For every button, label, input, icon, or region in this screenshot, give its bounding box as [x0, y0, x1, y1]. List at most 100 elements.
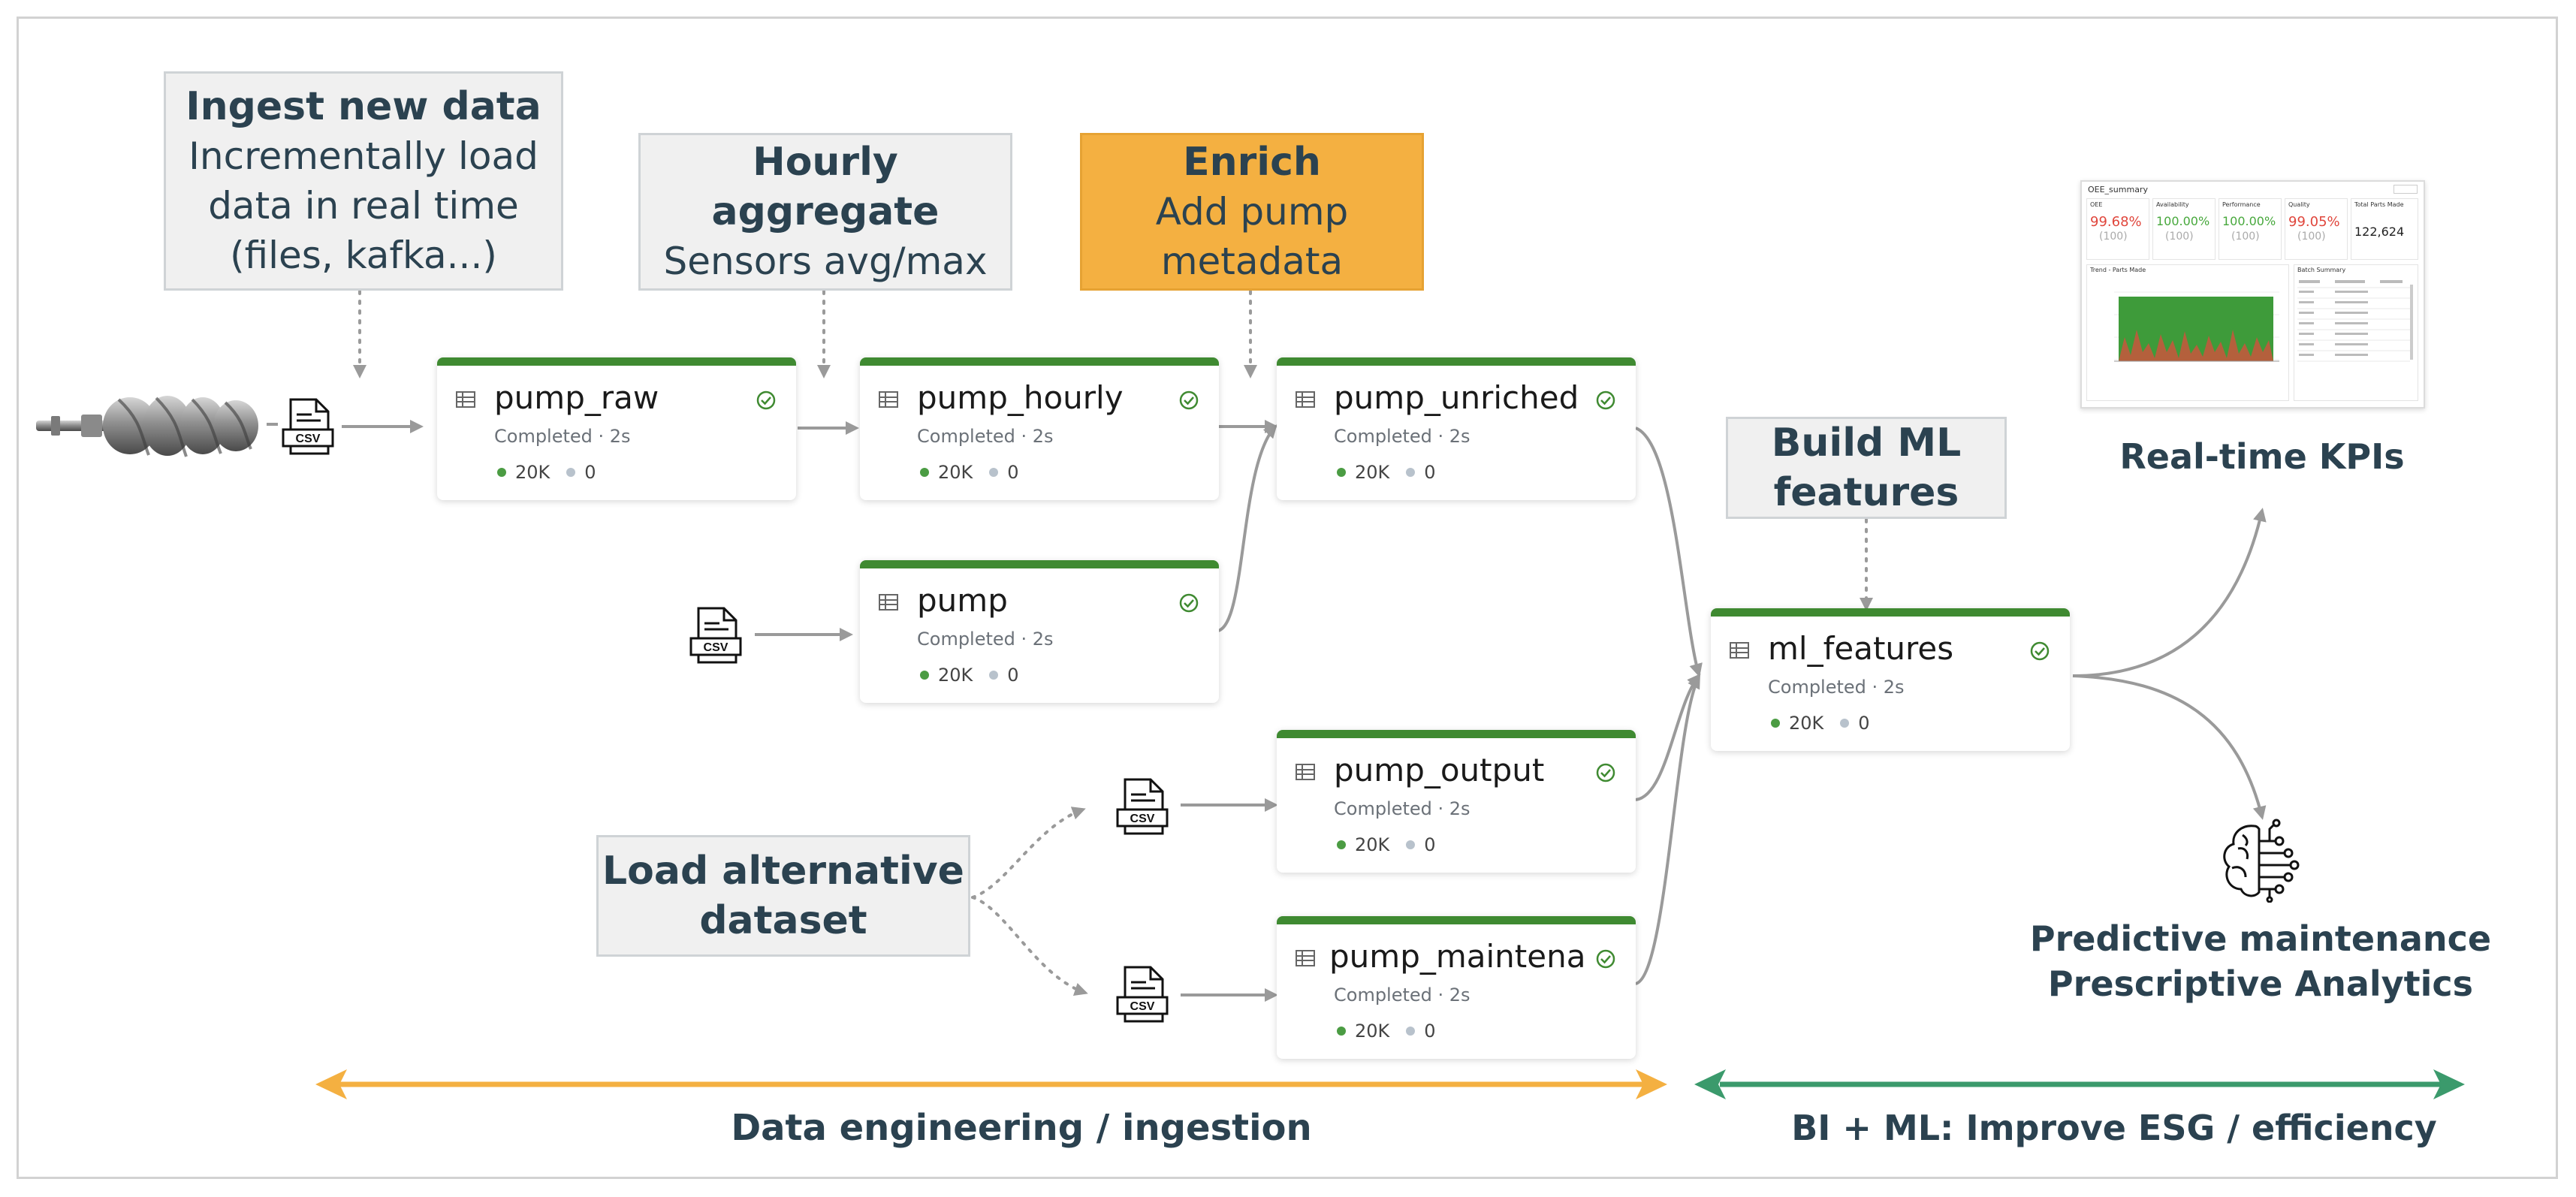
dropped-dot-icon — [989, 468, 999, 477]
edge-maintenance-to-ml — [1635, 674, 1700, 985]
table-icon — [879, 594, 898, 611]
share-button — [2394, 185, 2418, 194]
kpi-card: Quality 99.05% (100) — [2285, 198, 2348, 260]
table-icon — [456, 391, 475, 408]
rows-count: 20K — [1355, 462, 1390, 483]
node-counts: 20K 0 — [1337, 462, 1436, 483]
node-pump-raw[interactable]: pump_raw Completed · 2s 20K 0 — [437, 357, 796, 500]
edge-ml-to-kpis — [2072, 508, 2267, 677]
kpi-label: OEE — [2090, 201, 2103, 208]
kpi-card: Availability 100.00% (100) — [2152, 198, 2216, 260]
rows-dot-icon — [497, 468, 506, 477]
svg-text:CSV: CSV — [1130, 1000, 1155, 1013]
callout-line: (files, kafka...) — [230, 234, 497, 277]
csv-file-icon: CSV — [689, 605, 742, 665]
node-counts: 20K 0 — [1337, 1021, 1436, 1042]
dropped-count: 0 — [1424, 834, 1436, 855]
callout-title: Build ML — [1771, 421, 1962, 466]
callout-title: features — [1773, 470, 1959, 515]
kpi-value: 99.05% — [2288, 214, 2340, 230]
check-circle-icon — [1596, 763, 1615, 782]
table-icon — [1296, 764, 1315, 780]
check-circle-icon — [1179, 390, 1199, 410]
rows-count: 20K — [938, 462, 973, 483]
callout-line: Add pump — [1155, 190, 1349, 234]
dotted-load-to-csv-maintenance — [971, 896, 1088, 996]
node-name: ml_features — [1768, 630, 1954, 667]
dropped-dot-icon — [989, 671, 999, 680]
node-name: pump_output — [1334, 752, 1545, 788]
parts-trend-chart: Trend - Parts Made — [2086, 264, 2289, 401]
check-circle-icon — [1596, 949, 1615, 969]
callout-title: Ingest new data — [186, 84, 541, 129]
footer-right-label: BI + ML: Improve ESG / efficiency — [1791, 1108, 2437, 1148]
callout-enrich: Enrich Add pump metadata — [1080, 133, 1424, 291]
svg-text:CSV: CSV — [296, 433, 321, 445]
kpi-card: OEE 99.68% (100) — [2086, 198, 2149, 260]
dropped-count: 0 — [1424, 462, 1436, 483]
node-pump-output[interactable]: pump_output Completed · 2s 20K 0 — [1277, 730, 1636, 873]
table-icon — [1730, 642, 1749, 659]
node-name: pump_hourly — [917, 379, 1124, 416]
batch-summary-table: Batch Summary — [2294, 264, 2418, 401]
table-title: Batch Summary — [2297, 267, 2346, 273]
node-pump[interactable]: pump Completed · 2s 20K 0 — [860, 560, 1219, 703]
check-circle-icon — [756, 390, 776, 410]
table-icon — [1296, 391, 1315, 408]
node-name: pump — [917, 582, 1008, 619]
callout-ingest-new-data: Ingest new data Incrementally load data … — [164, 71, 563, 291]
node-counts: 20K 0 — [920, 462, 1019, 483]
node-counts: 20K 0 — [1771, 713, 1870, 734]
callout-load-alternative-dataset: Load alternative dataset — [596, 835, 970, 957]
edge-output-to-ml — [1635, 673, 1701, 801]
node-ml-features[interactable]: ml_features Completed · 2s 20K 0 — [1711, 608, 2070, 751]
node-pump-unriched[interactable]: pump_unriched Completed · 2s 20K 0 — [1277, 357, 1636, 500]
rows-count: 20K — [1789, 713, 1824, 734]
csv-file-icon: CSV — [1116, 964, 1169, 1024]
edge-unriched-to-ml — [1635, 427, 1703, 677]
prescriptive-line: Prescriptive Analytics — [2047, 963, 2474, 1004]
kpi-target: (100) — [2099, 231, 2128, 243]
rows-dot-icon — [1771, 719, 1780, 728]
callout-title: Load alternative — [602, 849, 964, 894]
dotted-load-to-csv-output — [971, 807, 1086, 899]
dropped-count: 0 — [1424, 1021, 1436, 1042]
kpi-label: Total Parts Made — [2354, 201, 2404, 208]
dropped-count: 0 — [1858, 713, 1870, 734]
predictive-line: Predictive maintenance — [2029, 918, 2492, 959]
diagram-frame — [17, 17, 2558, 1179]
edge-ml-to-predictive — [2072, 674, 2267, 820]
kpi-value: 122,624 — [2354, 225, 2405, 239]
kpi-value: 100.00% — [2156, 214, 2210, 228]
screw-pump-icon — [36, 396, 258, 457]
rows-count: 20K — [515, 462, 550, 483]
dropped-dot-icon — [1406, 468, 1416, 477]
node-status: Completed · 2s — [1334, 798, 1470, 819]
node-counts: 20K 0 — [497, 462, 596, 483]
callout-line: data in real time — [208, 184, 519, 228]
rows-dot-icon — [1337, 468, 1346, 477]
csv-file-icon: CSV — [282, 396, 334, 457]
node-counts: 20K 0 — [1337, 834, 1436, 855]
callout-title: Hourly aggregate — [711, 140, 940, 234]
node-status: Completed · 2s — [1334, 426, 1470, 447]
callout-line: Sensors avg/max — [663, 240, 988, 283]
rows-dot-icon — [920, 671, 929, 680]
node-name: pump_raw — [494, 379, 659, 416]
rows-count: 20K — [1355, 1021, 1390, 1042]
predictive-label: Predictive maintenance Prescriptive Anal… — [2013, 916, 2508, 1006]
callout-title: Enrich — [1183, 140, 1321, 185]
callout-build-ml-features: Build ML features — [1726, 417, 2007, 519]
node-status: Completed · 2s — [917, 629, 1054, 650]
dashboard-title: OEE_summary — [2088, 185, 2148, 194]
check-circle-icon — [1596, 390, 1615, 410]
node-pump-hourly[interactable]: pump_hourly Completed · 2s 20K 0 — [860, 357, 1219, 500]
csv-file-icon: CSV — [1116, 776, 1169, 837]
node-status: Completed · 2s — [1334, 984, 1470, 1006]
dropped-count: 0 — [1007, 462, 1019, 483]
kpis-label: Real-time KPIs — [2119, 436, 2405, 477]
callout-hourly-aggregate: Hourly aggregate Sensors avg/max — [638, 133, 1012, 291]
dashboard-thumbnail: OEE_summary OEE 99.68% (100) Availabilit… — [2074, 174, 2429, 412]
node-pump-maintenance[interactable]: pump_maintenan. Completed · 2s 20K 0 — [1277, 916, 1636, 1059]
dropped-dot-icon — [566, 468, 576, 477]
